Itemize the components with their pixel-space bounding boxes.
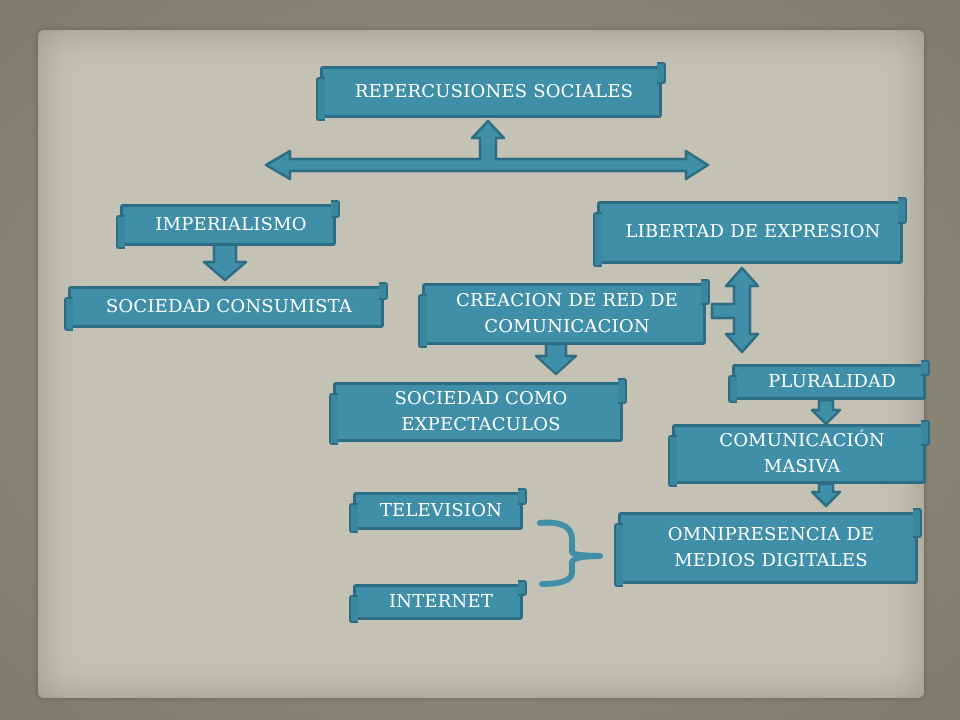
node-label: IMPERIALISMO <box>155 213 307 235</box>
node-sociedad-espectaculos: SOCIEDAD COMO EXPECTACULOS <box>329 378 627 445</box>
arrow-comunicacion-omnipresencia <box>810 482 842 508</box>
arrow-creacion-sociedad <box>534 342 578 376</box>
split-arrow <box>264 119 710 181</box>
arrow-imperialismo-consumista <box>202 240 248 282</box>
node-repercusiones-sociales: REPERCUSIONES SOCIALES <box>316 62 666 121</box>
node-imperialismo: IMPERIALISMO <box>116 200 340 249</box>
node-internet: INTERNET <box>349 580 527 623</box>
node-label: OMNIPRESENCIA DE MEDIOS DIGITALES <box>667 523 875 571</box>
node-comunicacion-masiva: COMUNICACIÓN MASIVA <box>668 420 930 487</box>
node-label: PLURALIDAD <box>768 370 896 392</box>
brace-tv-internet <box>537 519 603 587</box>
node-pluralidad: PLURALIDAD <box>728 360 930 403</box>
node-label: LIBERTAD DE EXPRESION <box>625 221 881 243</box>
node-label: REPERCUSIONES SOCIALES <box>354 80 634 102</box>
node-creacion-red: CREACION DE RED DE COMUNICACION <box>418 279 710 348</box>
node-television: TELEVISION <box>349 488 527 533</box>
arrow-libertad-pluralidad <box>710 266 760 354</box>
node-libertad-expresion: LIBERTAD DE EXPRESION <box>593 197 907 267</box>
node-label: TELEVISION <box>379 499 503 521</box>
arrow-pluralidad-comunicacion <box>810 398 842 426</box>
node-label: SOCIEDAD CONSUMISTA <box>105 295 353 317</box>
node-label: COMUNICACIÓN MASIVA <box>719 429 885 477</box>
node-label: INTERNET <box>388 590 494 612</box>
node-label: CREACION DE RED DE COMUNICACION <box>456 289 678 337</box>
node-label: SOCIEDAD COMO EXPECTACULOS <box>394 387 568 435</box>
node-omnipresencia: OMNIPRESENCIA DE MEDIOS DIGITALES <box>614 508 922 587</box>
node-sociedad-consumista: SOCIEDAD CONSUMISTA <box>64 282 388 331</box>
